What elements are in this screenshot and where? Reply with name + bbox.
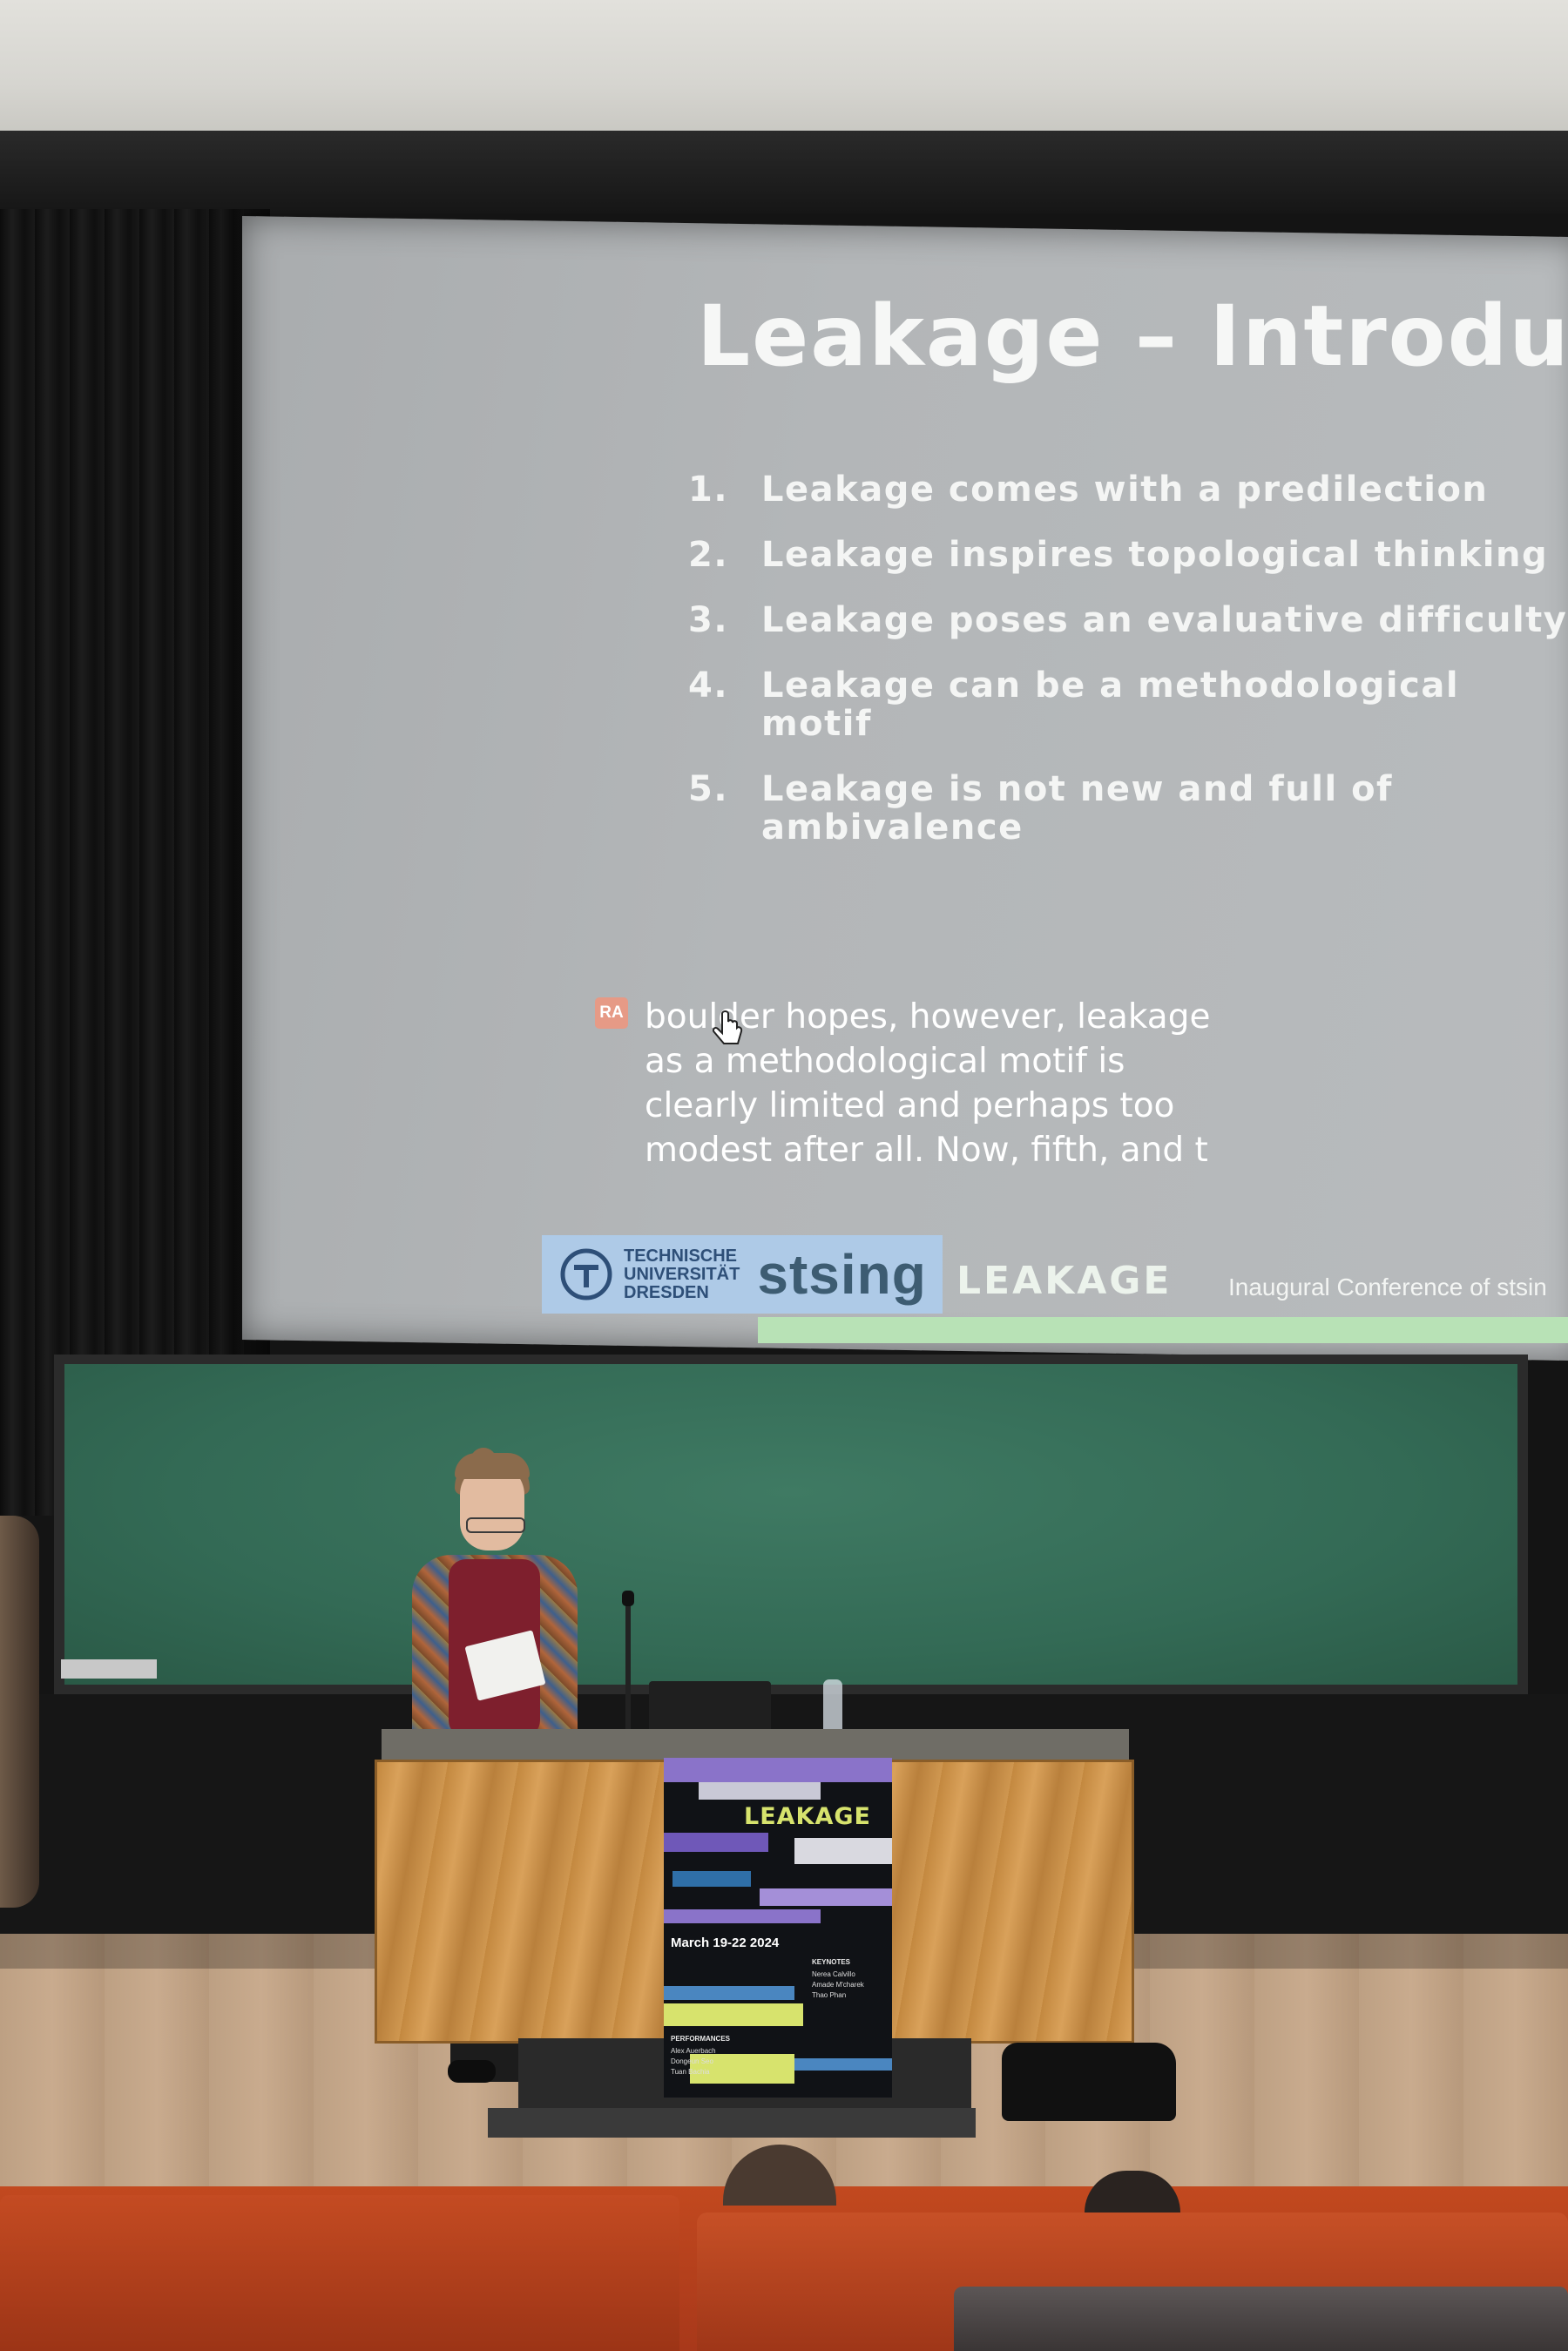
seat-back [954,2287,1568,2351]
ceiling [0,0,1568,152]
list-number: 4. [688,665,729,706]
poster-performer: Alex Auerbach [671,2047,716,2055]
chalk-tray [61,1659,157,1679]
poster-block [664,2003,803,2026]
microphone-stand [625,1594,631,1742]
poster-performer: Tuan Bachia [671,2068,710,2076]
water-bottle [823,1679,842,1742]
poster-performer: Dongeun Seo [671,2057,713,2065]
footer-logo-bar: TECHNISCHE UNIVERSITÄT DRESDEN stsing [542,1235,943,1314]
lectern-plinth [488,2108,976,2138]
poster-keynote: Thao Phan [812,1991,847,1999]
poster-block [699,1782,821,1800]
list-number: 3. [688,600,729,640]
caption-speaker-badge: RA [595,997,628,1029]
microphone-icon [622,1591,634,1606]
slide-list-item: 1. Leakage comes with a predilection [688,470,1568,509]
tu-dresden-logo-icon [560,1248,612,1300]
seat-back [0,2195,679,2351]
footer-leakage-wordmark: LEAKAGE [956,1259,1173,1303]
slide-list-item: 2. Leakage inspires topological thinking [688,536,1568,574]
slide-title: Leakage – Introdu [697,287,1568,385]
presenter-shoe [448,2060,496,2083]
screen-housing [0,131,1568,213]
blurred-person [0,1516,39,1908]
poster-keynotes-heading: KEYNOTES [812,1958,851,1966]
poster-performances-heading: PERFORMANCES [671,2035,731,2043]
list-text: Leakage inspires topological thinking [761,535,1549,575]
hand-cursor-icon [712,1010,743,1044]
list-text: Leakage is not new and full of ambivalen… [761,769,1393,848]
poster-block [664,1833,768,1852]
list-number: 1. [688,470,729,510]
slide-list: 1. Leakage comes with a predilection 2. … [688,470,1568,874]
slide-list-item: 5. Leakage is not new and full of ambiva… [688,770,1568,847]
poster-block [664,1758,892,1782]
black-bag [1002,2043,1176,2121]
list-number: 5. [688,769,729,809]
footer-conference-title: Inaugural Conference of stsin [1228,1273,1547,1300]
slide-list-item: 3. Leakage poses an evaluative difficult… [688,601,1568,639]
conference-poster: LEAKAGE March 19-22 2024 KEYNOTES Nerea … [664,1758,892,2098]
poster-block [760,1888,892,1906]
list-text: Leakage poses an evaluative difficulty [761,600,1568,640]
list-text: Leakage comes with a predilection [761,470,1489,510]
poster-keynote: Amade M'charek [812,1981,864,1989]
poster-block [664,1986,794,2000]
chalkboard [64,1364,1517,1685]
poster-block [690,2054,794,2084]
live-caption: boulder hopes, however, leakage as a met… [645,995,1254,1172]
list-text: Leakage can be a methodological motif [761,665,1460,744]
list-number: 2. [688,535,729,575]
caption-line: as a methodological motif is [645,1042,1125,1081]
tu-dresden-name: TECHNISCHE UNIVERSITÄT DRESDEN [624,1246,740,1302]
poster-keynote: Nerea Calvillo [812,1970,855,1978]
poster-block [794,2058,892,2071]
presenter-fringe [455,1453,530,1479]
poster-block [664,1909,821,1923]
caption-line: modest after all. Now, fifth, and t [645,1131,1208,1170]
poster-block [672,1871,751,1887]
stsing-logo-text: stsing [757,1243,927,1306]
caption-line: clearly limited and perhaps too [645,1086,1175,1125]
poster-title: LEAKAGE [744,1803,871,1830]
presenter-glasses [466,1517,525,1533]
poster-block [794,1838,892,1864]
slide-list-item: 4. Leakage can be a methodological motif [688,666,1568,743]
poster-dates: March 19-22 2024 [671,1936,780,1950]
footer-accent-bar [758,1317,1568,1343]
